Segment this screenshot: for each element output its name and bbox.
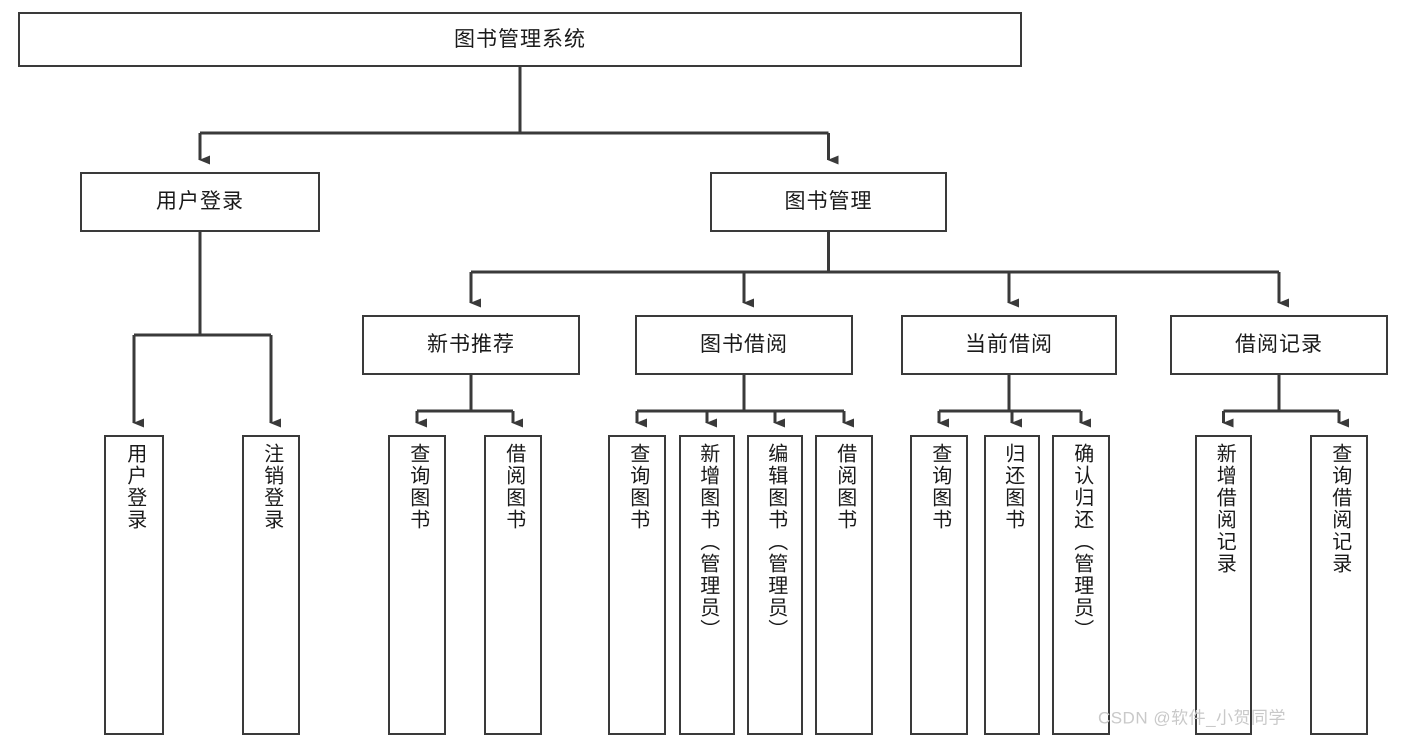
- leaf-leaf-query-book-cur[interactable]: 查询图书: [910, 435, 968, 735]
- csdn-watermark: CSDN @软件_小贺同学: [1097, 708, 1287, 728]
- node-label: 用户登录: [156, 190, 244, 214]
- leaf-leaf-query-record[interactable]: 查询借阅记录: [1310, 435, 1368, 735]
- node-label: 借阅记录: [1235, 333, 1323, 357]
- leaf-leaf-query-book-borrow[interactable]: 查询图书: [608, 435, 666, 735]
- leaf-leaf-user-login[interactable]: 用户登录: [104, 435, 164, 735]
- leaf-leaf-add-record[interactable]: 新增借阅记录: [1195, 435, 1252, 735]
- node-label: 用户登录: [123, 443, 146, 531]
- node-current-borrow[interactable]: 当前借阅: [901, 315, 1117, 375]
- node-user-login[interactable]: 用户登录: [80, 172, 320, 232]
- node-label: 借阅图书: [502, 443, 525, 531]
- leaf-leaf-add-book[interactable]: 新增图书（管理员）: [679, 435, 735, 735]
- node-label: 新书推荐: [427, 333, 515, 357]
- leaf-leaf-borrow-book-rec[interactable]: 借阅图书: [484, 435, 542, 735]
- node-label: 注销登录: [260, 443, 283, 531]
- leaf-leaf-borrow-book[interactable]: 借阅图书: [815, 435, 873, 735]
- node-label: 借阅图书: [833, 443, 856, 531]
- node-label: 确认归还（管理员）: [1070, 443, 1093, 641]
- leaf-leaf-edit-book[interactable]: 编辑图书（管理员）: [747, 435, 803, 735]
- node-label: 图书管理系统: [454, 27, 586, 51]
- node-label: 图书管理: [784, 190, 873, 214]
- node-new-book-recommend[interactable]: 新书推荐: [362, 315, 580, 375]
- leaf-leaf-return-book[interactable]: 归还图书: [984, 435, 1040, 735]
- node-label: 新增借阅记录: [1213, 443, 1236, 575]
- node-label: 当前借阅: [965, 333, 1053, 357]
- node-label: 新增图书（管理员）: [696, 443, 719, 641]
- node-label: 归还图书: [1001, 443, 1024, 531]
- node-label: 查询图书: [928, 443, 951, 531]
- leaf-leaf-confirm-return[interactable]: 确认归还（管理员）: [1052, 435, 1110, 735]
- node-label: 图书借阅: [700, 333, 788, 357]
- node-borrow-record[interactable]: 借阅记录: [1170, 315, 1388, 375]
- node-label: 查询图书: [626, 443, 649, 531]
- node-root[interactable]: 图书管理系统: [18, 12, 1022, 67]
- leaf-leaf-logout-login[interactable]: 注销登录: [242, 435, 300, 735]
- node-label: 查询图书: [406, 443, 429, 531]
- node-label: 查询借阅记录: [1328, 443, 1351, 575]
- node-book-borrow[interactable]: 图书借阅: [635, 315, 853, 375]
- node-label: 编辑图书（管理员）: [764, 443, 787, 641]
- leaf-leaf-query-book-rec[interactable]: 查询图书: [388, 435, 446, 735]
- node-book-manage[interactable]: 图书管理: [710, 172, 947, 232]
